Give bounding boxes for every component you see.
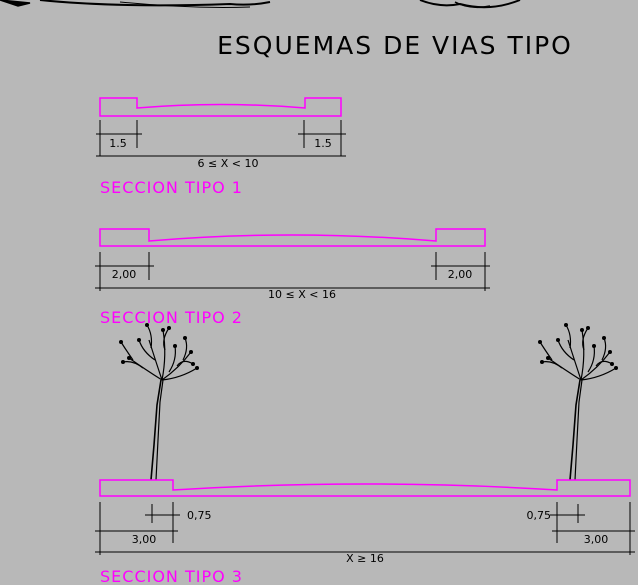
road-profile-1 xyxy=(99,97,342,117)
road-profile-2 xyxy=(99,228,486,247)
dim-tree-offset-right-3: 0,75 xyxy=(527,509,552,522)
drawing-title: ESQUEMAS DE VIAS TIPO xyxy=(217,31,573,60)
dim-sidewalk-right-1: 1.5 xyxy=(314,137,332,150)
dim-sidewalk-left-1: 1.5 xyxy=(109,137,127,150)
dim-tree-offset-left-3: 0,75 xyxy=(187,509,212,522)
dim-width-range-3: X ≥ 16 xyxy=(346,552,384,565)
section-label-2: SECCION TIPO 2 xyxy=(100,308,243,327)
dim-width-range-2: 10 ≤ X < 16 xyxy=(268,288,336,301)
section-tipo-1: 1.5 1.5 6 ≤ X < 10 SECCION TIPO 1 xyxy=(96,97,346,197)
cropped-sketch-top xyxy=(0,0,521,9)
dim-sidewalk-left-2: 2,00 xyxy=(112,268,137,281)
road-profile-3 xyxy=(99,479,631,497)
tree-icon xyxy=(537,322,619,481)
section-label-3: SECCION TIPO 3 xyxy=(100,567,243,585)
section-tipo-3: 0,75 0,75 3,00 3,00 X ≥ 16 SECCION TIPO … xyxy=(95,322,635,585)
dim-sidewalk-right-3: 3,00 xyxy=(584,533,609,546)
section-tipo-2: 2,00 2,00 10 ≤ X < 16 SECCION TIPO 2 xyxy=(95,228,490,327)
dim-sidewalk-left-3: 3,00 xyxy=(132,533,157,546)
tree-icon xyxy=(118,322,200,481)
dim-width-range-1: 6 ≤ X < 10 xyxy=(198,157,259,170)
section-label-1: SECCION TIPO 1 xyxy=(100,178,243,197)
dim-sidewalk-right-2: 2,00 xyxy=(448,268,473,281)
